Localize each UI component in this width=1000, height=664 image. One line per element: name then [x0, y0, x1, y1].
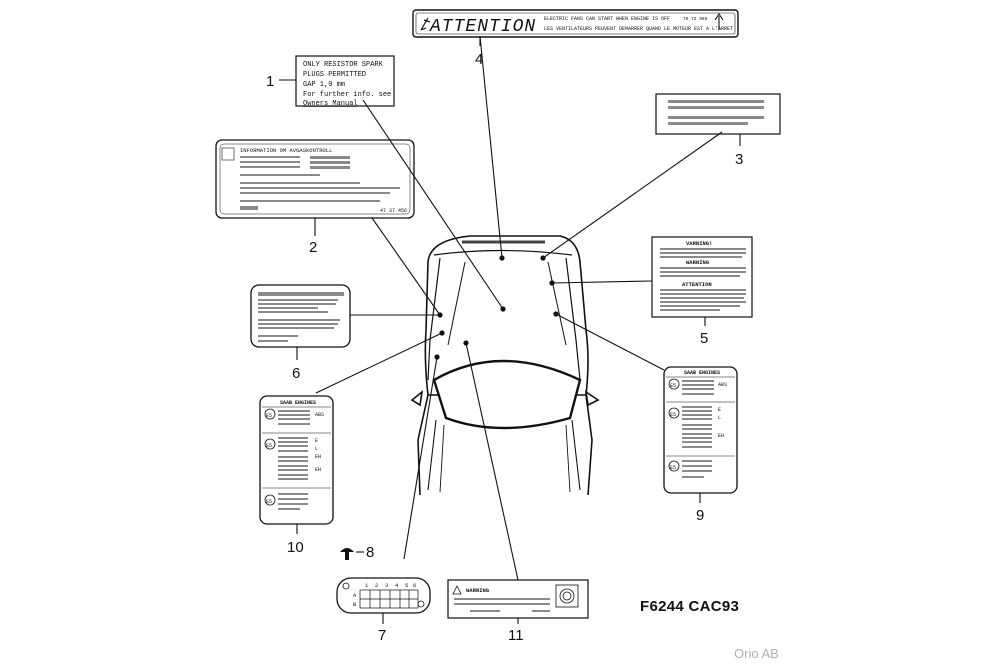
label11-heading: WARNING	[466, 587, 490, 594]
plate-digit-2: 2	[375, 582, 378, 589]
label9-tag-e: E	[718, 407, 721, 413]
label1-line-3: GAP 1,0 mm	[303, 81, 345, 89]
warning-icon	[452, 585, 462, 595]
attach-points	[434, 255, 559, 360]
label10-mark-1: E5	[266, 413, 272, 419]
callout-7: 7	[378, 627, 386, 644]
attention-title: ATTENTION	[429, 17, 536, 37]
label-1-spark-plug: ONLY RESISTOR SPARK PLUGS PERMITTED GAP …	[295, 55, 395, 108]
label9-tag-l: L	[718, 415, 721, 421]
label9-mark-1: E5	[670, 383, 676, 389]
wrench-icon	[420, 17, 431, 31]
label-11-fuel-warning: WARNING	[447, 579, 589, 619]
callout-4: 4	[475, 51, 483, 68]
callout-5: 5	[700, 330, 708, 347]
label1-line-4: For further info. see	[303, 91, 391, 99]
callout-10: 10	[287, 539, 304, 556]
leader-lines	[315, 35, 723, 581]
arrow-up-icon	[714, 13, 724, 30]
plate-digit-5: 5	[405, 582, 408, 589]
label-6	[250, 284, 351, 348]
label9-tag-abs: ABS	[718, 382, 727, 388]
callout-2: 2	[309, 239, 317, 256]
label10-tag-l: L	[315, 446, 318, 452]
label10-tag-eh-1: EH	[315, 454, 321, 460]
label-2-emission-info: INFORMATION OM AVGASKONTROLL 47 37 456	[215, 139, 415, 219]
attention-line-1: ELECTRIC FANS CAN START WHEN ENGINE IS O…	[544, 16, 670, 22]
plate-digit-6: 6	[413, 582, 416, 589]
label5-heading-1: VARNING!	[686, 240, 712, 247]
label-9-engine-table: SAAB ENGINES E5 E5 E5 ABS E L EH	[663, 366, 738, 494]
callout-3: 3	[735, 151, 743, 168]
plate-digit-1: 1	[365, 582, 369, 589]
label5-heading-3: ATTENTION	[682, 281, 712, 288]
label10-tag-abs: ABS	[315, 412, 324, 418]
label-3	[655, 93, 781, 135]
label10-tag-e: E	[315, 438, 318, 444]
plate-digit-3: 3	[385, 582, 388, 589]
attention-line-2: LES VENTILATEURS PEUVENT DEMARRER QUAND …	[544, 26, 733, 32]
label1-line-5: Owners Manual	[303, 100, 358, 108]
plate-row-b: B	[353, 601, 357, 608]
label10-mark-3: E5	[266, 499, 272, 505]
label1-line-1: ONLY RESISTOR SPARK	[303, 61, 384, 69]
label5-heading-2: WARNING	[686, 259, 710, 266]
plate-row-a: A	[353, 592, 357, 599]
label-4-attention: ATTENTION ELECTRIC FANS CAN START WHEN E…	[412, 9, 739, 38]
label2-heading: INFORMATION OM AVGASKONTROLL	[240, 147, 332, 154]
label10-mark-2: E5	[266, 443, 272, 449]
callout-8: 8	[366, 544, 374, 561]
callout-9: 9	[696, 507, 704, 524]
rivet-icon	[340, 548, 354, 560]
label9-tag-eh: EH	[718, 433, 724, 439]
label-7-plate: 1 2 3 4 5 6 A B	[336, 577, 431, 614]
callout-11: 11	[508, 627, 524, 644]
label9-mark-3: E5	[670, 465, 676, 471]
label-5-warning: VARNING! WARNING ATTENTION	[651, 236, 753, 318]
callout-1: 1	[266, 73, 274, 90]
label9-mark-2: E5	[670, 412, 676, 418]
label10-heading: SAAB ENGINES	[280, 400, 316, 406]
watermark: Orio AB	[734, 646, 779, 661]
label2-code: 47 37 456	[380, 208, 407, 214]
callout-6: 6	[292, 365, 300, 382]
attention-code: 78 72 986	[683, 16, 708, 22]
label9-heading: SAAB ENGINES	[684, 370, 720, 376]
car-outline	[410, 235, 600, 496]
label-10-engine-table: SAAB ENGINES E5 E5 E5 ABS E L EH EH	[259, 395, 334, 525]
label10-tag-eh-2: EH	[315, 467, 321, 473]
label1-line-2: PLUGS PERMITTED	[303, 71, 366, 79]
figure-code: F6244 CAC93	[640, 598, 740, 615]
plate-digit-4: 4	[395, 582, 399, 589]
